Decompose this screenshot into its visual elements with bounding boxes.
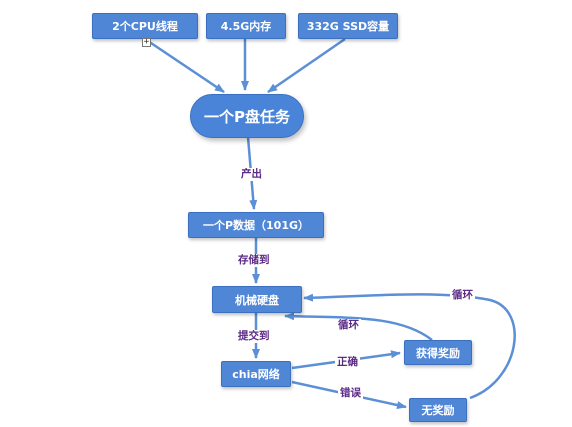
- node-ssd[interactable]: 332G SSD容量: [298, 13, 398, 39]
- edge-label-wrong: 错误: [338, 387, 363, 400]
- edge-label-store: 存储到: [236, 254, 272, 267]
- node-no-reward[interactable]: 无奖励: [409, 398, 467, 422]
- node-memory-label: 4.5G内存: [220, 20, 272, 33]
- node-memory[interactable]: 4.5G内存: [206, 13, 286, 39]
- node-plot-data[interactable]: 一个P数据（101G）: [188, 212, 324, 238]
- node-cpu-threads[interactable]: 2个CPU线程: [92, 13, 198, 39]
- node-chia-network[interactable]: chia网络: [221, 361, 291, 387]
- edge-label-submit: 提交到: [236, 330, 272, 343]
- node-cpu-threads-label: 2个CPU线程: [112, 20, 178, 33]
- node-plot-data-label: 一个P数据（101G）: [202, 219, 310, 232]
- edge-ssd-to-task: [267, 37, 346, 94]
- node-hdd-label: 机械硬盘: [235, 293, 279, 307]
- edge-label-loop-no-reward: 循环: [450, 289, 475, 302]
- node-plot-task[interactable]: 一个P盘任务: [190, 94, 304, 138]
- edge-label-produce: 产出: [239, 168, 264, 181]
- node-plot-task-label: 一个P盘任务: [204, 107, 290, 126]
- edge-reward-loop: [284, 312, 433, 341]
- edge-label-correct: 正确: [335, 356, 360, 369]
- node-reward[interactable]: 获得奖励: [404, 340, 472, 365]
- edge-no-reward-loop: [303, 293, 516, 400]
- node-chia-network-label: chia网络: [232, 368, 280, 381]
- expand-collapse-icon[interactable]: +: [142, 37, 151, 47]
- node-hdd[interactable]: 机械硬盘: [212, 286, 302, 313]
- edge-cpu-to-task: [144, 37, 225, 94]
- node-no-reward-label: 无奖励: [421, 404, 455, 417]
- edge-label-loop-reward: 循环: [336, 319, 361, 332]
- node-ssd-label: 332G SSD容量: [306, 20, 390, 33]
- node-reward-label: 获得奖励: [416, 346, 460, 360]
